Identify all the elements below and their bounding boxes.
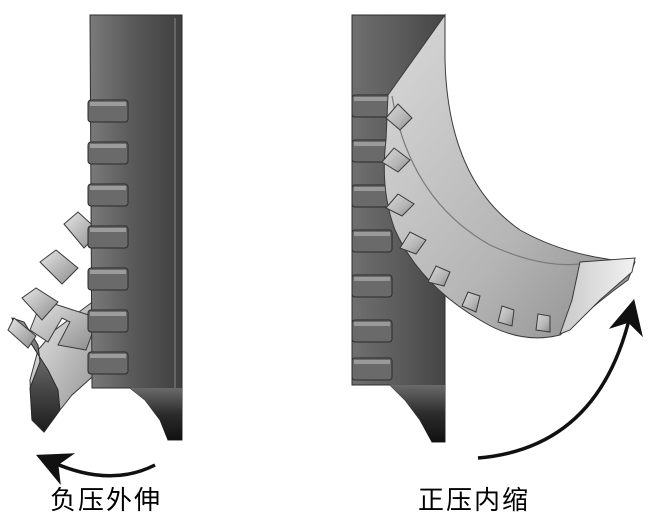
right-actuator-retracted bbox=[351, 13, 636, 443]
right-base bbox=[390, 385, 445, 442]
left-arrow bbox=[36, 453, 156, 486]
left-outer-teeth bbox=[7, 211, 101, 351]
right-caption: 正压内缩 bbox=[418, 486, 531, 516]
left-caption: 负压外伸 bbox=[50, 486, 163, 516]
left-actuator-extended bbox=[7, 14, 183, 441]
left-comb-highlights bbox=[90, 102, 126, 358]
right-tip bbox=[559, 257, 636, 335]
left-base bbox=[130, 388, 182, 440]
right-curve-teeth bbox=[381, 103, 551, 333]
right-comb-highlights bbox=[354, 97, 390, 364]
left-tip bbox=[11, 317, 61, 433]
right-arrow bbox=[477, 298, 643, 460]
